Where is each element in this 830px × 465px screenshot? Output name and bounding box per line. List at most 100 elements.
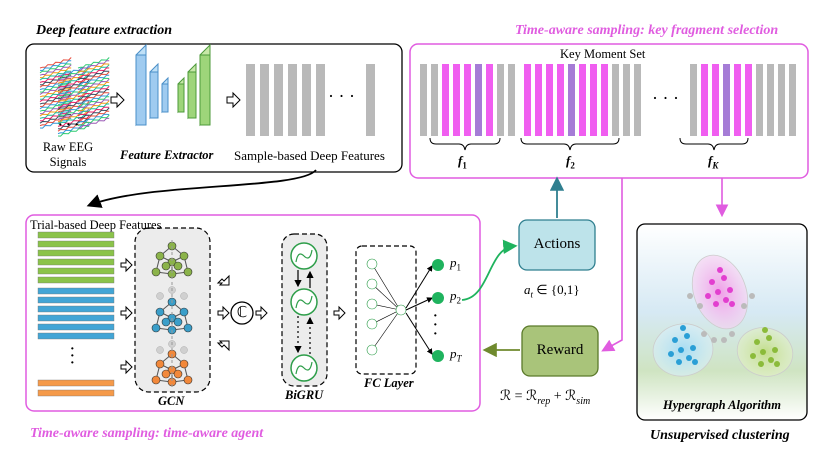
key-moment-bar	[420, 64, 427, 136]
key-moment-bar	[453, 64, 460, 136]
concat-icon	[230, 301, 254, 325]
hollow-arrow-icon	[120, 257, 133, 375]
agent-title: Time-aware sampling: time-aware agent	[30, 426, 264, 441]
key-moment-bar	[508, 64, 515, 136]
trial-features-label: Trial-based Deep Features	[30, 218, 162, 232]
agent-to-actions-arrow	[461, 239, 518, 301]
actions-label: Actions	[533, 236, 581, 252]
hypergraph-vertex	[668, 351, 674, 357]
prob-label-p1-base: p	[450, 255, 457, 270]
bigru-label: BiGRU	[285, 388, 324, 402]
eeg-line	[57, 107, 90, 118]
eeg-line	[77, 88, 110, 100]
key-moment-bar	[497, 64, 504, 136]
eeg-line	[77, 106, 110, 117]
hypergraph-vertex-unassigned	[741, 303, 747, 309]
eeg-line	[77, 78, 110, 91]
eeg-line	[39, 103, 72, 115]
eeg-line	[77, 107, 110, 119]
key-moment-bar	[568, 64, 575, 136]
eeg-line	[77, 113, 110, 124]
trial-feature-stripe	[37, 287, 115, 295]
key-moment-bar	[778, 64, 785, 136]
fragment-label-f1: f1	[458, 153, 467, 171]
fragment-label-fk-sub: K	[712, 160, 719, 171]
eeg-line	[77, 85, 110, 98]
raw-eeg-icon	[39, 57, 110, 137]
reward-formula-lhs: ℛ = ℛ	[500, 389, 538, 404]
eeg-line	[77, 77, 110, 88]
key-moment-bar	[612, 64, 619, 136]
hypergraph-vertex	[760, 349, 766, 355]
eeg-line	[39, 110, 72, 122]
key-moment-bar	[590, 64, 597, 136]
eeg-line	[39, 107, 72, 119]
trial-feature-stripe	[37, 267, 115, 275]
hypergraph-vertex	[709, 279, 715, 285]
action-space-var: a	[524, 282, 531, 297]
trial-feature-stripe	[37, 240, 115, 248]
key-moment-bar	[712, 64, 719, 136]
eeg-line	[39, 85, 72, 98]
eeg-line	[39, 106, 72, 117]
eeg-line	[39, 117, 72, 129]
agent-box	[25, 214, 481, 412]
extraction-to-agent-arrow	[86, 169, 317, 208]
prob-label-p1-sub: 1	[456, 262, 462, 273]
eeg-line	[57, 78, 90, 89]
fc-layer-icon	[366, 258, 433, 356]
key-moment-bar	[789, 64, 796, 136]
gcn-node	[151, 267, 161, 277]
eeg-line	[77, 81, 110, 93]
prob-dots: ···	[433, 309, 438, 342]
raw-eeg-label-line2: Signals	[49, 155, 87, 169]
prob-label-pT-sub: T	[456, 353, 462, 364]
fragment-label-f2: f2	[566, 153, 575, 171]
eeg-line	[77, 71, 110, 83]
reward-formula: ℛ = ℛrep + ℛsim	[500, 388, 590, 407]
bigru-cells-icon	[290, 242, 318, 382]
key-moment-bar	[745, 64, 752, 136]
eeg-line	[77, 84, 110, 95]
gcn-node	[183, 267, 193, 277]
actions-box	[518, 219, 596, 271]
action-space-label: at ∈ {0,1}	[524, 282, 580, 300]
gcn-node-faint	[156, 346, 164, 354]
gcn-node	[151, 375, 161, 385]
feature-extractor-label: Feature Extractor	[120, 148, 214, 162]
raw-eeg-label-line1: Raw EEG	[42, 140, 94, 154]
extraction-title: Deep feature extraction	[36, 23, 173, 38]
hypergraph-vertex	[705, 293, 711, 299]
hypergraph-vertex	[676, 359, 682, 365]
eeg-line	[39, 78, 72, 91]
key-moment-bar	[431, 64, 438, 136]
eeg-line	[39, 84, 72, 95]
eeg-line	[39, 88, 72, 100]
prob-label-p1: p1	[450, 255, 461, 273]
key-to-reward-arrow	[601, 178, 623, 352]
key-moment-bar	[756, 64, 763, 136]
fragment-braces	[429, 137, 749, 151]
key-moment-bar	[475, 64, 482, 136]
hypergraph-vertex	[713, 301, 719, 307]
gcn-node	[155, 359, 165, 369]
fragment-label-fk-base: f	[708, 153, 713, 168]
key-moment-bar	[634, 64, 641, 136]
eeg-line	[77, 63, 110, 74]
hypergraph-vertex	[672, 337, 678, 343]
hypergraph-vertex-unassigned	[687, 293, 693, 299]
action-space-set: ∈ {0,1}	[533, 282, 580, 297]
eeg-line	[39, 114, 72, 127]
output-probability-nodes	[432, 259, 444, 362]
gcn-node	[179, 251, 189, 261]
eeg-line	[39, 100, 72, 112]
gcn-node	[179, 307, 189, 317]
reward-sim-sub: sim	[576, 395, 591, 407]
key-moment-bar	[464, 64, 471, 136]
key-moment-bar	[767, 64, 774, 136]
key-moment-bar	[734, 64, 741, 136]
trial-feature-stripe	[37, 249, 115, 257]
eeg-line	[77, 114, 110, 127]
key-fragment-box	[409, 43, 809, 179]
fragment-label-f1-sub: 1	[462, 160, 467, 171]
